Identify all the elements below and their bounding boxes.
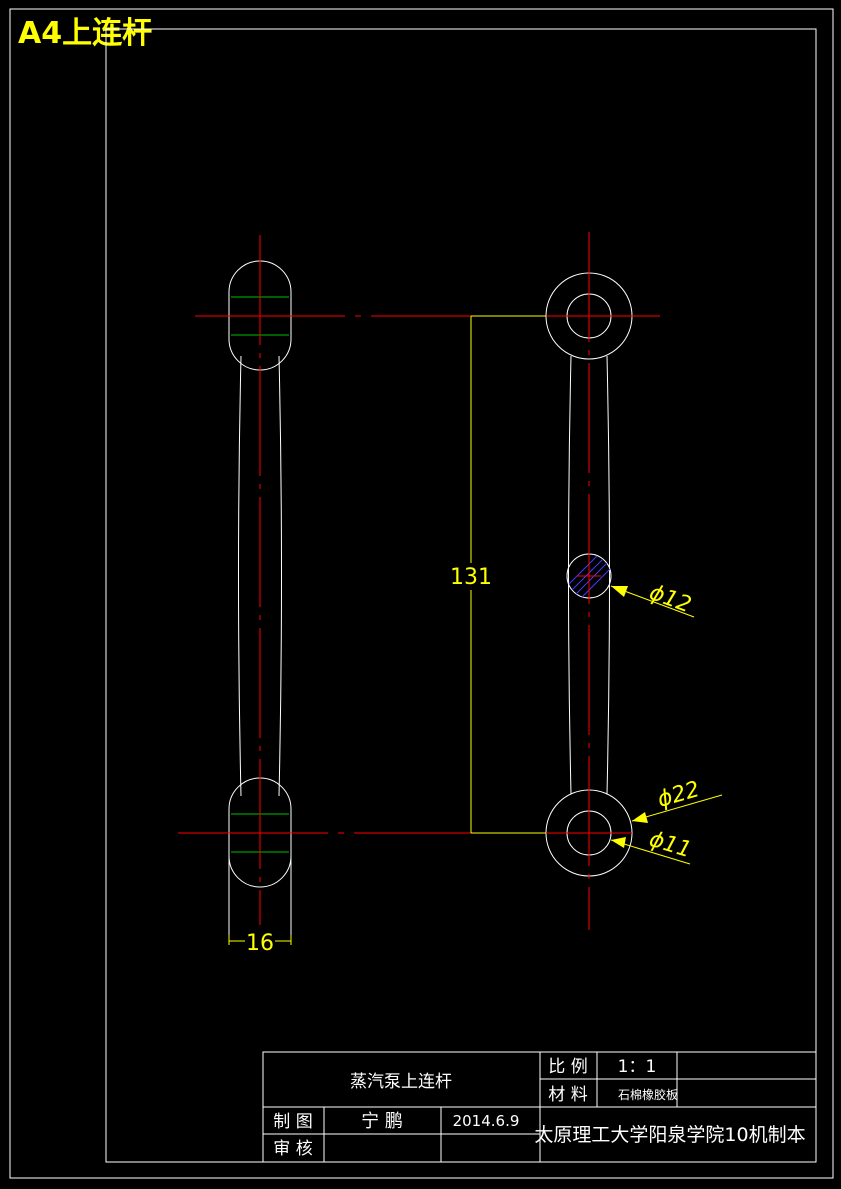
mid-hole-hatch bbox=[568, 555, 611, 598]
leader-outer-diameter bbox=[631, 794, 723, 822]
side-view bbox=[228, 260, 292, 935]
side-view-shank-left bbox=[238, 355, 242, 797]
title-block-text: 蒸汽泵上连杆 比 例 1：1 材 料 石棉橡胶板 制 图 宁 鹏 2014.6.… bbox=[273, 1057, 805, 1159]
dim-outer-diameter: ϕ22 bbox=[655, 777, 703, 813]
material-value: 石棉橡胶板 bbox=[618, 1087, 678, 1102]
check-label: 审 核 bbox=[273, 1139, 312, 1159]
side-view-shank-right bbox=[278, 355, 282, 797]
dim-end-bore: ϕ11 bbox=[646, 827, 694, 863]
part-name: 蒸汽泵上连杆 bbox=[350, 1072, 452, 1092]
drawn-name: 宁 鹏 bbox=[361, 1111, 403, 1132]
arrow-small-bore bbox=[611, 586, 628, 597]
inner-frame bbox=[105, 28, 817, 1163]
dim-width: 16 bbox=[246, 931, 274, 956]
outer-border bbox=[9, 8, 834, 1179]
drawn-label: 制 图 bbox=[273, 1112, 312, 1132]
institution: 太原理工大学阳泉学院10机制本 bbox=[534, 1124, 805, 1146]
material-label: 材 料 bbox=[548, 1085, 587, 1105]
dim-center-distance: 131 bbox=[450, 565, 492, 590]
center-lines bbox=[178, 232, 660, 930]
arrow-outer-diameter bbox=[632, 812, 648, 823]
scale-label: 比 例 bbox=[548, 1057, 587, 1077]
dimensions bbox=[228, 315, 723, 945]
dim-small-bore: ϕ12 bbox=[646, 580, 695, 618]
arrow-end-bore bbox=[611, 837, 626, 848]
scale-value: 1：1 bbox=[618, 1057, 657, 1077]
title-block bbox=[262, 1051, 817, 1163]
front-view-shank-right bbox=[606, 355, 610, 795]
front-view-shank-left bbox=[568, 355, 572, 795]
dimension-arrows bbox=[611, 586, 648, 848]
drawn-date: 2014.6.9 bbox=[453, 1112, 520, 1130]
sheet-size-title: A4上连杆 bbox=[18, 16, 153, 51]
